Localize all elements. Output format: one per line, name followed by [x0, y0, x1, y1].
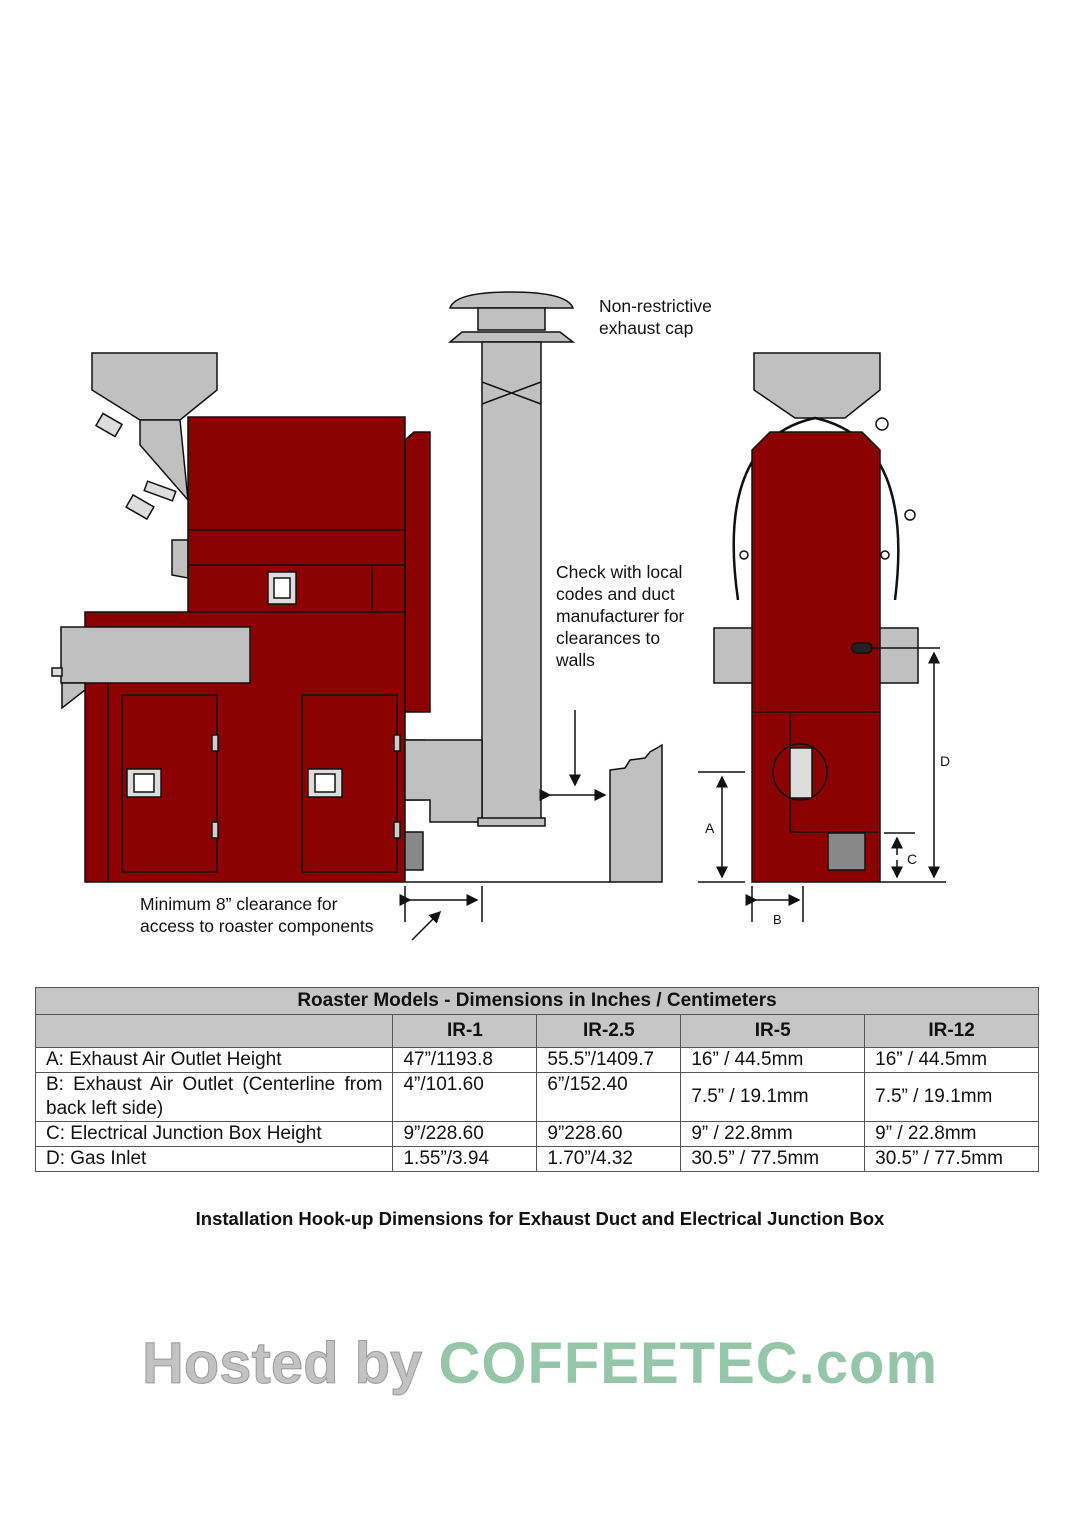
installation-diagram: A D C B — [51, 291, 950, 941]
cell: 9”228.60 — [536, 1121, 682, 1147]
header-blank — [34, 1014, 394, 1048]
cell: 7.5” / 19.1mm — [680, 1072, 866, 1122]
dimension-label-c: C — [907, 851, 917, 867]
figure-caption: Installation Hook-up Dimensions for Exha… — [195, 1208, 885, 1229]
rear-body — [751, 431, 881, 883]
table-row: A: Exhaust Air Outlet Height 47”/1193.8 … — [34, 1047, 1039, 1073]
cell: 7.5” / 19.1mm — [864, 1072, 1039, 1122]
dimensions-table: Roaster Models - Dimensions in Inches / … — [34, 987, 1039, 1172]
wall-clearance-note: Check with local codes and duct manufact… — [556, 562, 685, 670]
cell: 9” / 22.8mm — [864, 1121, 1039, 1147]
bean-hopper — [91, 352, 218, 421]
row-label: D: Gas Inlet — [34, 1146, 394, 1172]
header-model: IR-5 — [680, 1014, 866, 1048]
table-row: B: Exhaust Air Outlet (Centerline from b… — [34, 1072, 1039, 1122]
header-model: IR-2.5 — [536, 1014, 682, 1048]
dimension-label-d: D — [940, 753, 950, 769]
cell: 9” / 22.8mm — [680, 1121, 866, 1147]
table-row: C: Electrical Junction Box Height 9”/228… — [34, 1121, 1039, 1147]
row-label: B: Exhaust Air Outlet (Centerline from b… — [34, 1072, 394, 1122]
cell: 9”/228.60 — [392, 1121, 538, 1147]
table-title: Roaster Models - Dimensions in Inches / … — [35, 987, 1039, 1015]
cell: 1.55”/3.94 — [392, 1146, 538, 1172]
exhaust-cap — [448, 291, 575, 309]
header-model: IR-1 — [392, 1014, 538, 1048]
electrical-junction-box — [827, 832, 866, 871]
cell: 47”/1193.8 — [392, 1047, 538, 1073]
dimension-label-a: A — [705, 820, 715, 836]
table-row: D: Gas Inlet 1.55”/3.94 1.70”/4.32 30.5”… — [34, 1146, 1039, 1172]
wall — [609, 743, 663, 883]
rear-view-roaster — [698, 352, 946, 922]
cell: 16” / 44.5mm — [680, 1047, 866, 1073]
cell: 30.5” / 77.5mm — [864, 1146, 1039, 1172]
watermark: Hosted by COFFEETEC.com — [141, 1331, 939, 1397]
row-label: A: Exhaust Air Outlet Height — [34, 1047, 394, 1073]
cooling-tray — [60, 626, 251, 684]
header-model: IR-12 — [864, 1014, 1039, 1048]
exhaust-cap-note: Non-restrictive exhaust cap — [599, 296, 712, 338]
cell: 4”/101.60 — [392, 1072, 538, 1122]
cell: 16” / 44.5mm — [864, 1047, 1039, 1073]
cell: 6”/152.40 — [536, 1072, 682, 1122]
cell: 55.5”/1409.7 — [536, 1047, 682, 1073]
cell: 30.5” / 77.5mm — [680, 1146, 866, 1172]
side-view-roaster — [51, 352, 431, 883]
cell: 1.70”/4.32 — [536, 1146, 682, 1172]
min-clearance-note: Minimum 8” clearance for access to roast… — [140, 894, 374, 936]
row-label: C: Electrical Junction Box Height — [34, 1121, 394, 1147]
exhaust-duct — [399, 291, 663, 941]
dimension-label-b: B — [773, 912, 782, 927]
